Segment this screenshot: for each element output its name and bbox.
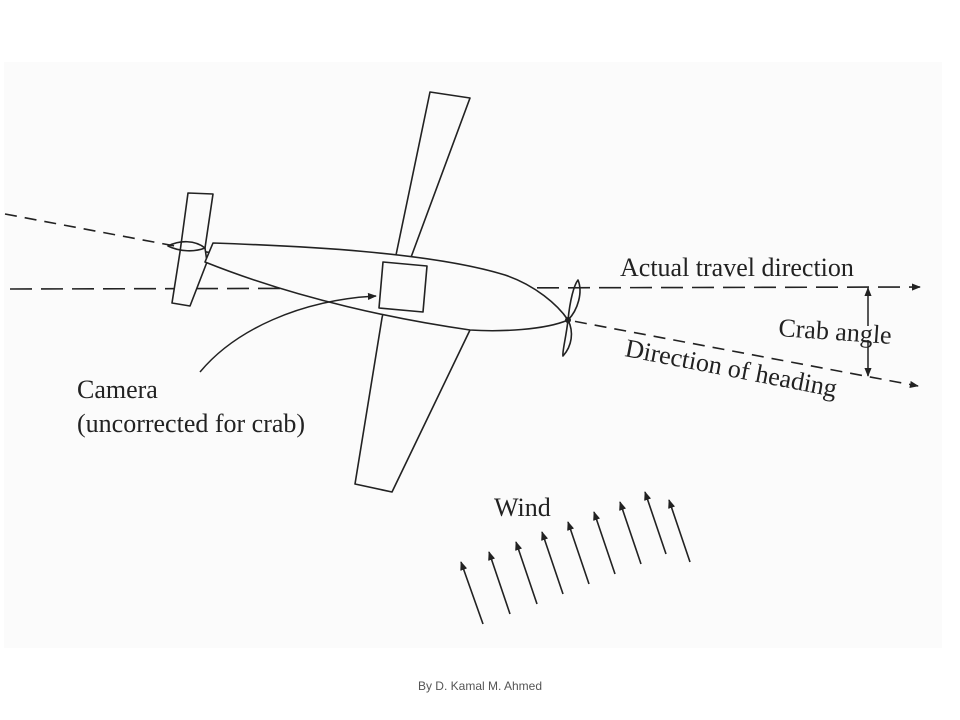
wind-arrow [488,551,511,615]
wind-arrow [619,501,642,565]
camera-box [378,261,428,313]
wind-arrow [541,531,564,595]
camera-label: Camera [77,375,158,404]
propeller-blade [562,319,573,357]
wind-arrow [460,561,484,625]
actual-travel-label: Actual travel direction [620,253,854,282]
figure-panel [4,62,942,648]
airplane [167,91,581,493]
wind-arrows [460,491,691,625]
crab-angle-label: Crab angle [778,313,893,350]
propeller [567,279,581,321]
wind-arrow [593,511,616,575]
wind-arrow [644,491,667,555]
tail-plane [171,192,214,307]
camera-pointer-arrow [199,292,377,373]
camera-label-note: (uncorrected for crab) [77,409,305,438]
wind-label: Wind [494,493,551,522]
wind-arrow [668,499,691,563]
wind-arrow [515,541,538,605]
footer-credit: By D. Kamal M. Ahmed [417,679,543,693]
tail-fin [167,240,206,252]
wind-arrow [567,521,590,585]
